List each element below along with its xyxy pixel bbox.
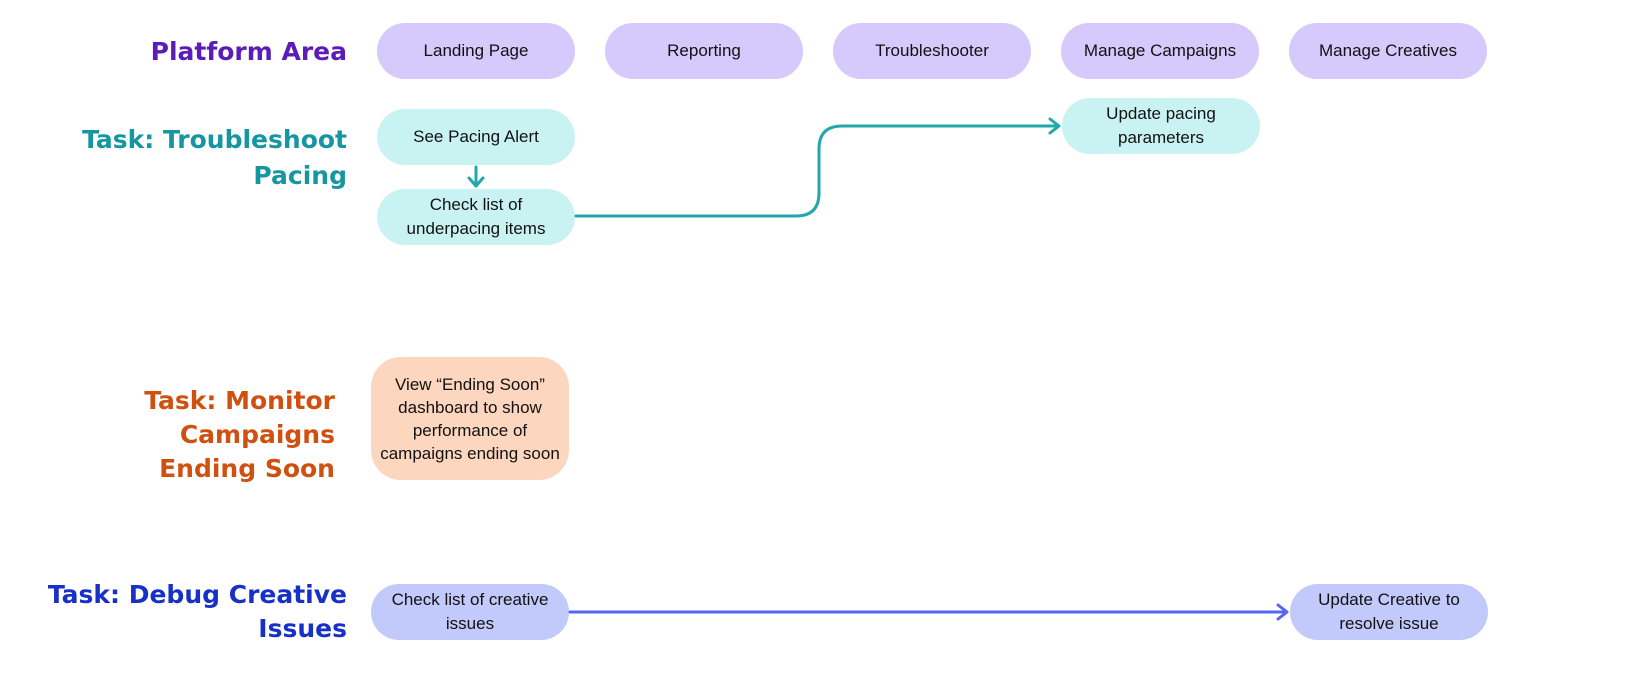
arrow-alert-to-check [467, 165, 485, 188]
platform-area-reporting: Reporting [605, 23, 803, 79]
arrow-check-to-update-pacing [574, 117, 1061, 218]
platform-area-manage-creatives: Manage Creatives [1289, 23, 1487, 79]
troubleshoot-pacing-task-label: Task: Troubleshoot Pacing [82, 125, 347, 190]
step-check-creative-issues: Check list of creative issues [371, 584, 569, 640]
platform-area-troubleshooter: Troubleshooter [833, 23, 1031, 79]
step-update-creative: Update Creative to resolve issue [1290, 584, 1488, 640]
step-check-underpacing-items: Check list of underpacing items [377, 189, 575, 245]
platform-area-label: Platform Area [150, 37, 347, 66]
monitor-campaigns-task-label: Task: Monitor Campaigns Ending Soon [144, 386, 335, 483]
platform-area-manage-campaigns: Manage Campaigns [1061, 23, 1259, 79]
step-see-pacing-alert: See Pacing Alert [377, 109, 575, 165]
debug-creative-task-label: Task: Debug Creative Issues [47, 580, 347, 643]
arrow-check-creative-to-update-creative [568, 603, 1289, 621]
step-view-ending-soon-dashboard: View “Ending Soon” dashboard to show per… [371, 357, 569, 480]
platform-area-landing-page: Landing Page [377, 23, 575, 79]
step-update-pacing-parameters: Update pacing parameters [1062, 98, 1260, 154]
